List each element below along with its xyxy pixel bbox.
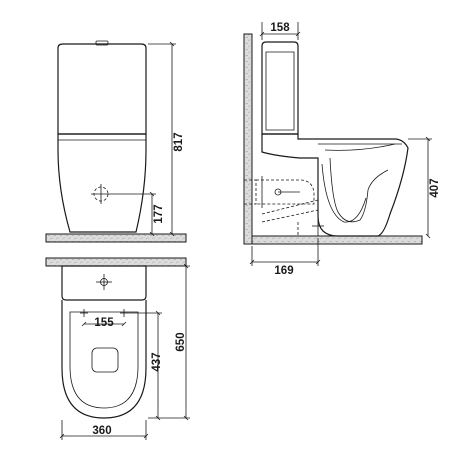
dim-top-seat-length: 437: [151, 352, 163, 371]
top-cistern: [61, 265, 147, 301]
top-bowl-rim: [69, 311, 139, 409]
front-floor-slab: [45, 233, 187, 243]
dim-top-length: 650: [175, 332, 187, 351]
top-bowl-opening: [91, 347, 119, 373]
side-inlet-symbol: [312, 216, 324, 236]
top-wall-slab: [45, 257, 187, 267]
side-bowl: [261, 133, 409, 237]
side-wall: [243, 33, 253, 245]
dim-front-inlet-height: 177: [153, 204, 165, 223]
top-bowl: [61, 300, 147, 419]
side-floor-pipe: [261, 199, 319, 236]
dim-side-outlet-offset: 169: [274, 265, 293, 277]
side-trapway: [324, 143, 396, 223]
side-floor-slab: [251, 235, 423, 245]
dim-top-fixing-centres: 155: [94, 317, 114, 329]
flush-button: [95, 40, 109, 46]
dim-side-height: 407: [429, 178, 441, 197]
dim-side-tank-depth: 158: [270, 22, 290, 34]
dim-front-height: 817: [173, 132, 185, 151]
front-view: 817 177: [45, 40, 187, 243]
front-pedestal: [57, 133, 147, 233]
side-cistern: [261, 41, 299, 135]
top-flush-symbol: [96, 274, 112, 290]
front-cistern: [57, 43, 147, 135]
top-view: 155 650 437 360: [45, 257, 190, 440]
dim-top-width: 360: [92, 425, 111, 437]
front-inlet-symbol: [91, 184, 111, 204]
side-waste-outlet: [243, 176, 315, 208]
side-view: 158 407 169: [243, 22, 441, 277]
top-fixing-points: [80, 309, 128, 327]
